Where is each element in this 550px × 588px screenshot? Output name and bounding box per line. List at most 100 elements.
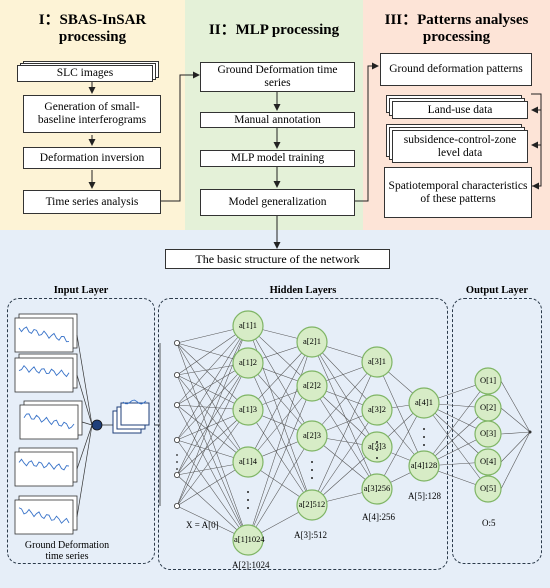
input-node — [173, 502, 180, 509]
connection-line — [176, 325, 249, 476]
ellipsis-dot — [423, 428, 425, 430]
thumbnail-series — [18, 507, 70, 524]
connection-line — [247, 435, 313, 541]
connection-line — [311, 361, 378, 506]
deformation-inversion-box: Deformation inversion — [23, 147, 161, 169]
patterns-title-line1: III：Patterns analyses — [384, 12, 529, 28]
hidden-node-label: a[1]1 — [239, 320, 257, 330]
hidden-layers-box — [158, 298, 448, 570]
output-layer-title: Output Layer — [465, 285, 529, 296]
hidden-node-label: a[3]1 — [368, 356, 386, 366]
connection-line — [247, 341, 313, 463]
output-merge-point — [528, 430, 532, 434]
connection-line — [176, 362, 249, 476]
thumbnail-series — [18, 326, 70, 343]
hidden-node-1 — [232, 310, 264, 342]
connection-line — [176, 362, 249, 441]
connection-line — [247, 385, 313, 463]
hidden-node-4 — [408, 450, 440, 482]
hidden-node-1 — [232, 347, 264, 379]
output-connection — [500, 380, 531, 433]
sbas-title: I：SBAS-InSAR processing — [0, 12, 185, 46]
hidden-node-label: a[1]3 — [239, 404, 257, 414]
hidden-node-2 — [296, 326, 328, 358]
output-node-label: O[1] — [479, 375, 497, 385]
ellipsis-dot — [376, 441, 378, 443]
connection-line — [176, 342, 249, 463]
ellipsis-dot — [247, 491, 249, 493]
model-generalization-box: Model generalization — [200, 189, 355, 216]
manual-annotation-box: Manual annotation — [200, 112, 355, 128]
connection-line — [247, 362, 313, 437]
input-caption-line2: time series — [45, 551, 89, 562]
connection-line — [176, 342, 249, 411]
layer2-size-label: A[3]:512 — [294, 530, 327, 540]
output-node — [474, 448, 502, 476]
input-node — [173, 371, 180, 378]
stacked-frame — [120, 402, 150, 426]
hidden-node-4 — [408, 387, 440, 419]
ground-deformation-ts-box: Ground Deformation time series — [200, 62, 355, 92]
input-layer-box — [7, 298, 155, 564]
hidden-node-3 — [361, 473, 393, 505]
mlp-title: II：MLP processing — [185, 22, 363, 39]
hidden-node-2 — [296, 489, 328, 521]
connection-line — [311, 361, 378, 437]
sbas-title-line2: processing — [58, 29, 127, 45]
patterns-title: III：Patterns analyses processing — [363, 12, 550, 46]
hidden-node-label: a[3]256 — [363, 483, 391, 493]
hidden-node-label: a[2]512 — [298, 499, 326, 509]
ellipsis-dot — [423, 436, 425, 438]
input-node — [173, 471, 180, 478]
hidden-node-label: a[1]4 — [239, 456, 257, 466]
thumbnail-series — [18, 458, 70, 471]
interferogram-box: Generation of small-baseline interferogr… — [23, 95, 161, 133]
ground-deformation-patterns-box: Ground deformation patterns — [380, 53, 532, 86]
thumbnail-frame — [14, 499, 74, 535]
network-structure-title-box: The basic structure of the network — [165, 249, 390, 269]
hidden-node-3 — [361, 431, 393, 463]
hidden-node-label: a[2]3 — [303, 430, 321, 440]
land-use-label: Land-use data — [427, 103, 493, 116]
output-node — [474, 420, 502, 448]
output-connection — [500, 431, 531, 435]
hidden-node-label: a[1]2 — [239, 357, 257, 367]
ellipsis-dot — [311, 461, 313, 463]
input-caption-line1: Ground Deformation — [24, 540, 110, 551]
ground-deformation-patterns-label: Ground deformation patterns — [389, 63, 523, 75]
connection-line — [376, 361, 425, 467]
ellipsis-dot — [423, 444, 425, 446]
connection-line — [247, 409, 313, 506]
output-size-label: O:5 — [482, 518, 496, 528]
hidden-node-1 — [232, 524, 264, 556]
model-generalization-label: Model generalization — [228, 196, 327, 208]
connection-line — [176, 374, 249, 541]
connection-line — [176, 325, 249, 406]
input-layer-title: Input Layer — [53, 285, 109, 296]
hidden-node-3 — [361, 394, 393, 426]
connection-line — [176, 409, 249, 476]
connection-line — [311, 385, 378, 490]
hidden-node-label: a[4]128 — [410, 460, 438, 470]
connection-line — [176, 325, 249, 441]
ellipsis-dot — [176, 454, 178, 456]
hidden-node-3 — [361, 346, 393, 378]
layer3-size-label: A[4]:256 — [362, 512, 395, 522]
connection-line — [311, 341, 378, 411]
connection-line — [311, 409, 378, 506]
connection-line — [176, 409, 249, 507]
interferogram-label: Generation of small-baseline interferogr… — [37, 101, 147, 126]
hidden-node-label: a[2]2 — [303, 380, 321, 390]
ellipsis-dot — [176, 461, 178, 463]
thumbnail-series — [23, 413, 75, 430]
subsidence-control-label: subsidence-control-zone level data — [403, 133, 517, 159]
layer4-size-label: A[5]:128 — [408, 491, 441, 501]
network-structure-title: The basic structure of the network — [195, 251, 360, 266]
sbas-title-line1: I：SBAS-InSAR — [38, 12, 147, 28]
subsidence-control-box: subsidence-control-zone level data — [392, 130, 528, 163]
connection-line — [423, 402, 489, 490]
connection-line — [176, 362, 249, 507]
output-node — [474, 367, 502, 395]
ellipsis-dot — [247, 507, 249, 509]
